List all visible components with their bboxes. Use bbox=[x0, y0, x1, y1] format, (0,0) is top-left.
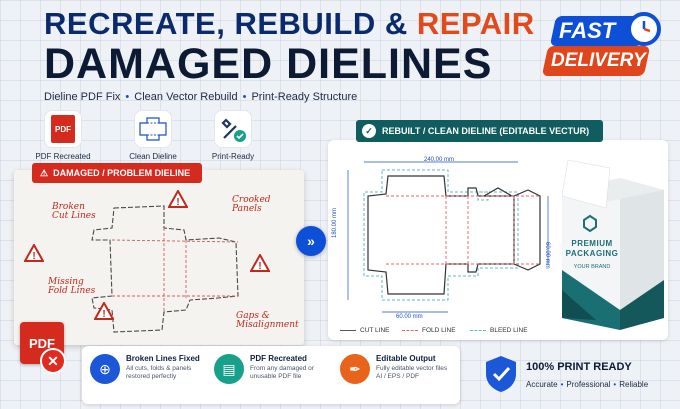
pdf-file-icon: PDF bbox=[44, 110, 82, 148]
brand-line2: PACKAGING bbox=[565, 249, 619, 258]
legend-label: FOLD LINE bbox=[422, 327, 456, 334]
check-circle-icon: ✓ bbox=[362, 124, 376, 138]
shield-check-icon bbox=[486, 356, 516, 392]
benefit-desc: AI / EPS / PDF bbox=[376, 373, 419, 381]
document-icon: ▤ bbox=[214, 354, 244, 384]
legend-swatch bbox=[402, 330, 418, 331]
benefit-desc: restored perfectly bbox=[126, 373, 177, 381]
subtitle: Dieline PDF Fix • Clean Vector Rebuild • Pri… bbox=[44, 91, 357, 103]
svg-text:!: ! bbox=[258, 261, 261, 272]
feature-label: Print-Ready bbox=[211, 152, 255, 161]
warning-icon: ! bbox=[94, 302, 114, 320]
feature-print-ready: Print-Ready bbox=[198, 110, 268, 161]
dieline-icon bbox=[134, 110, 172, 148]
subtitle-item: Dieline PDF Fix bbox=[44, 91, 121, 103]
separator: • bbox=[560, 380, 564, 389]
warning-icon: ! bbox=[24, 244, 44, 262]
pen-tool-icon: ✒ bbox=[340, 354, 370, 384]
stopwatch-icon bbox=[627, 12, 661, 46]
benefit-title: Broken Lines Fixed bbox=[126, 354, 200, 363]
legend-cut-line: CUT LINE bbox=[340, 327, 390, 334]
damaged-ribbon: ⚠ DAMAGED / PROBLEM DIELINE bbox=[32, 163, 203, 183]
svg-text:!: ! bbox=[176, 197, 179, 208]
print-ready-qualities: Accurate•Professional•Reliable bbox=[526, 380, 648, 389]
note-broken-cut-lines: Broken Cut Lines bbox=[52, 202, 96, 222]
note-missing-fold-lines: Missing Fold Lines bbox=[48, 277, 96, 297]
svg-text:!: ! bbox=[102, 309, 105, 320]
legend-bleed-line: BLEED LINE bbox=[470, 327, 528, 334]
note-gaps-misalignment: Gaps & Misalignment bbox=[236, 311, 299, 331]
quality-item: Professional bbox=[566, 380, 611, 389]
quality-item: Reliable bbox=[619, 380, 649, 389]
separator: • bbox=[613, 380, 617, 389]
benefit-text: Editable Output Fully editable vector fi… bbox=[376, 354, 447, 384]
rebuilt-ribbon: ✓ REBUILT / CLEAN DIELINE (EDITABLE VECT… bbox=[356, 120, 604, 142]
quality-item: Accurate bbox=[526, 380, 558, 389]
benefit-text: PDF Recreated From any damaged or unusab… bbox=[250, 354, 314, 384]
legend-label: BLEED LINE bbox=[490, 327, 528, 334]
benefit-title: PDF Recreated bbox=[250, 354, 307, 363]
benefit-title: Editable Output bbox=[376, 354, 436, 363]
legend-fold-line: FOLD LINE bbox=[402, 327, 456, 334]
damaged-ribbon-label: DAMAGED / PROBLEM DIELINE bbox=[53, 168, 191, 178]
warning-icon: ⚠ bbox=[40, 167, 49, 178]
feature-label: Clean Dieline bbox=[129, 152, 177, 161]
page-title-line2: DAMAGED DIELINES bbox=[44, 40, 493, 88]
page-title-line1: RECREATE, REBUILD & REPAIR bbox=[44, 6, 535, 42]
tools-check-icon bbox=[214, 110, 252, 148]
benefit-text: Broken Lines Fixed All cuts, folds & pan… bbox=[126, 354, 200, 384]
dimension-bottom: 60.00 mm bbox=[396, 314, 423, 320]
warning-icon: ! bbox=[250, 254, 270, 272]
title-part2: REPAIR bbox=[416, 6, 535, 41]
dimension-right: 60.00 mm bbox=[544, 242, 550, 269]
dimension-height: 180.00 mm bbox=[332, 207, 338, 238]
badge-line1: FAST bbox=[559, 18, 616, 43]
badge-line2: DELIVERY bbox=[551, 50, 646, 71]
brand-sub: YOUR BRAND bbox=[573, 264, 611, 270]
close-icon: ✕ bbox=[40, 348, 66, 374]
benefit-desc: unusable PDF file bbox=[250, 373, 302, 381]
legend-label: CUT LINE bbox=[360, 327, 390, 334]
feature-clean-dieline: Clean Dieline bbox=[118, 110, 188, 161]
brand-line1: PREMIUM bbox=[571, 239, 613, 248]
benefit-pdf-recreated: ▤ PDF Recreated From any damaged or unus… bbox=[214, 354, 314, 384]
target-icon: ⊕ bbox=[90, 354, 120, 384]
clean-dieline-drawing bbox=[347, 161, 549, 313]
fast-delivery-badge: FAST DELIVERY bbox=[541, 12, 663, 90]
separator: • bbox=[242, 91, 247, 103]
title-part1: RECREATE, REBUILD & bbox=[44, 6, 408, 41]
svg-text:!: ! bbox=[32, 251, 35, 262]
dimension-width: 240.00 mm bbox=[424, 157, 455, 163]
feature-pdf-recreated: PDF PDF Recreated bbox=[28, 110, 98, 161]
benefits-bar bbox=[82, 346, 460, 404]
benefit-desc: All cuts, folds & panels bbox=[126, 365, 192, 372]
subtitle-item: Print-Ready Structure bbox=[251, 91, 358, 103]
packaging-box-image bbox=[561, 160, 664, 330]
separator: • bbox=[125, 91, 130, 103]
note-crooked-panels: Crooked Panels bbox=[232, 195, 271, 215]
damaged-dieline-paper bbox=[14, 170, 304, 345]
subtitle-item: Clean Vector Rebuild bbox=[134, 91, 238, 103]
warning-icon: ! bbox=[168, 190, 188, 208]
damaged-dieline-drawing bbox=[91, 205, 239, 333]
benefit-desc: From any damaged or bbox=[250, 365, 314, 372]
pdf-icon-text: PDF bbox=[51, 115, 75, 143]
benefit-editable-output: ✒ Editable Output Fully editable vector … bbox=[340, 354, 447, 384]
legend-swatch bbox=[340, 330, 356, 331]
rebuilt-ribbon-label: REBUILT / CLEAN DIELINE (EDITABLE VECTUR… bbox=[382, 126, 590, 136]
print-ready-title: 100% PRINT READY bbox=[526, 361, 632, 373]
benefit-desc: Fully editable vector files bbox=[376, 365, 448, 372]
benefit-broken-lines-fixed: ⊕ Broken Lines Fixed All cuts, folds & p… bbox=[90, 354, 200, 384]
next-arrow-icon: » bbox=[296, 226, 326, 256]
feature-label: PDF Recreated bbox=[35, 152, 91, 161]
legend-swatch bbox=[470, 330, 486, 331]
